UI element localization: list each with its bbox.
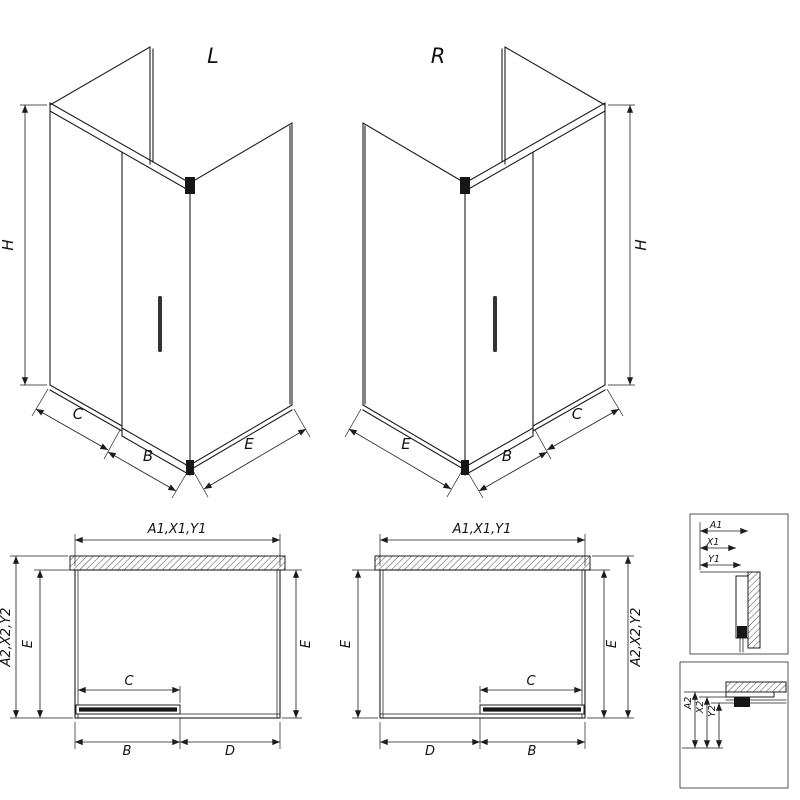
dim-label-a1: A1 (709, 520, 723, 531)
dim-label-e-left: E (339, 639, 354, 648)
glass-edge (739, 637, 744, 653)
dim-label-e-right: E (299, 639, 314, 648)
wall-section (69, 555, 286, 571)
detail-box-top: A1 X1 Y1 (689, 513, 789, 655)
enclosure-outline (379, 569, 586, 719)
enclosure-outline (362, 46, 606, 476)
detail-box-bottom: A2 X2 Y2 (679, 661, 789, 789)
dim-label-y1: Y1 (708, 554, 720, 565)
iso-view-left: L H C B E (0, 44, 311, 499)
dim-line-e (203, 428, 307, 490)
extension-lines (10, 534, 302, 749)
dim-line-b (107, 451, 177, 492)
extension-lines (344, 104, 635, 499)
dim-label-b: B (123, 744, 132, 759)
dim-line-e (348, 428, 452, 490)
plan-view-right: A1,X1,Y1 E E A2,X2,Y2 C D B (339, 522, 644, 759)
corner-bracket-top (460, 177, 470, 194)
dim-label-e: E (244, 435, 254, 453)
dim-label-c: C (124, 674, 134, 689)
detail-frame (679, 661, 789, 789)
glass-panel-lines (74, 569, 281, 719)
view-label-right: R (431, 44, 446, 68)
enclosure-outline (74, 569, 281, 719)
dim-label-y2: Y2 (707, 705, 718, 717)
extension-lines (20, 104, 311, 499)
plan-view-left: A1,X1,Y1 A2,X2,Y2 E E C B D (0, 522, 314, 759)
dim-label-e-right: E (605, 639, 620, 648)
iso-view-right: R H C B E (344, 44, 650, 499)
corner-bracket-bottom (186, 460, 194, 475)
dim-label-h: H (0, 239, 17, 250)
dim-line-c (35, 408, 109, 451)
glass-clamp (734, 697, 750, 707)
dim-label-x2: X2 (695, 701, 706, 715)
extension-lines (682, 691, 726, 749)
corner-bracket-top (185, 177, 195, 194)
door-handle (158, 296, 162, 352)
mount-profile (725, 691, 775, 698)
wall-profile-section (747, 571, 761, 649)
dim-label-b: B (502, 447, 512, 465)
wall-section (374, 555, 591, 571)
extension-lines (352, 534, 634, 749)
dim-label-top: A1,X1,Y1 (147, 522, 207, 537)
glass-clamp (737, 626, 747, 638)
dim-line-c (546, 408, 620, 451)
dim-label-top: A1,X1,Y1 (452, 522, 512, 537)
door-handle (493, 296, 497, 352)
dim-label-b: B (143, 447, 153, 465)
detail-frame (689, 513, 789, 655)
dim-label-h: H (632, 239, 650, 250)
dim-label-d: D (225, 744, 235, 759)
dim-label-outer: A2,X2,Y2 (629, 608, 644, 668)
glass-panel-lines (379, 569, 586, 719)
dim-line-b (478, 451, 548, 492)
dim-label-c: C (73, 405, 84, 423)
dim-label-e: E (401, 435, 411, 453)
extension-lines (699, 522, 748, 573)
view-label-left: L (207, 44, 219, 68)
dim-label-b: B (528, 744, 537, 759)
wall-profile-section (725, 681, 787, 693)
dim-label-d: D (425, 744, 435, 759)
dim-label-c: C (526, 674, 536, 689)
dim-label-x1: X1 (706, 537, 720, 548)
dim-label-e-left: E (21, 639, 36, 648)
dim-label-c: C (572, 405, 583, 423)
enclosure-outline (49, 46, 293, 476)
dim-label-outer: A2,X2,Y2 (0, 608, 14, 668)
dim-label-a2: A2 (683, 697, 694, 711)
corner-bracket-bottom (461, 460, 469, 475)
